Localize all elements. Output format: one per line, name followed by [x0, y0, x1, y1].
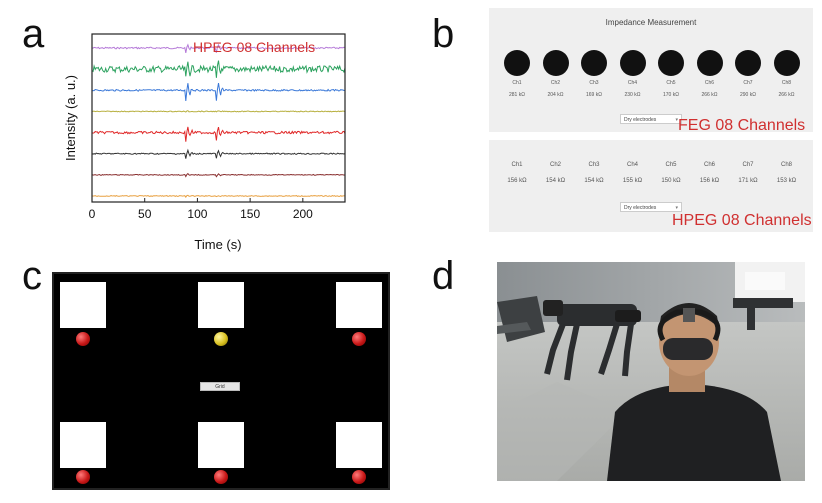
feg-label: FEG 08 Channels: [678, 117, 806, 134]
channel-name: Ch2: [550, 80, 561, 86]
channel-name: Ch5: [666, 80, 676, 86]
stimulus-tile[interactable]: [198, 422, 244, 468]
feg-select-value: Dry electrodes: [624, 117, 657, 123]
target-ball-active: [214, 332, 228, 346]
channel-impedance: 156 kΩ: [699, 178, 720, 184]
electrode-dot-2: [542, 50, 569, 76]
channel-impedance: 150 kΩ: [661, 178, 681, 184]
x-tick-label: 200: [293, 207, 313, 221]
chart-annotation: HPEG 08 Channels: [193, 39, 315, 55]
electrode-dot-4: [619, 50, 646, 76]
x-tick-label: 50: [138, 207, 152, 221]
signal-series-5: [91, 126, 346, 142]
channel-impedance: 153 kΩ: [776, 178, 797, 184]
channel-name: Ch6: [703, 162, 715, 168]
electrode-dot-1: [504, 50, 530, 76]
chart-x-ticks: 0 50 100 150 200: [89, 198, 313, 221]
channel-impedance: 154 kΩ: [545, 178, 566, 184]
robot-dog-user-photo: [497, 262, 805, 481]
signal-series-6: [91, 148, 346, 159]
channel-name: Ch7: [742, 162, 754, 168]
chart-xlabel: Time (s): [194, 237, 241, 252]
ssvep-game-panel: Grid: [52, 272, 390, 490]
hpeg-select-value: Dry electrodes: [624, 205, 657, 211]
stimulus-tile[interactable]: [336, 422, 382, 468]
channel-impedance: 266 kΩ: [778, 92, 795, 98]
channel-impedance: 169 kΩ: [586, 92, 602, 98]
channel-impedance: 156 kΩ: [507, 178, 527, 184]
stimulus-tile[interactable]: [60, 422, 106, 468]
chart-ylabel: Intensity (a. u.): [63, 75, 78, 161]
target-ball: [352, 332, 366, 346]
panel-label-b: b: [432, 12, 455, 56]
channel-impedance: 266 kΩ: [701, 92, 718, 98]
electrode-dot-5: [658, 50, 684, 76]
channel-name: Ch4: [627, 80, 638, 86]
stimulus-tile[interactable]: [336, 282, 382, 328]
impedance-panel-feg: Impedance Measurement Ch1 281 kΩ Ch2 204 kΩ…: [489, 8, 813, 132]
channel-name: Ch1: [512, 80, 522, 86]
x-tick-label: 100: [187, 207, 207, 221]
channel-name: Ch5: [665, 162, 677, 168]
channel-impedance: 171 kΩ: [738, 178, 758, 184]
channel-impedance: 170 kΩ: [663, 92, 679, 98]
signal-series-1: [91, 43, 346, 53]
electrode-dot-7: [735, 50, 761, 76]
hpeg-label: HPEG 08 Channels: [672, 212, 812, 229]
hpeg-electrode-select[interactable]: Dry electrodes ▾: [620, 202, 682, 212]
panel-label-a: a: [22, 12, 45, 56]
target-ball: [352, 470, 366, 484]
target-ball: [76, 332, 90, 346]
x-tick-label: 0: [89, 207, 96, 221]
target-ball: [214, 470, 228, 484]
feg-electrode-select[interactable]: Dry electrodes ▾: [620, 114, 682, 124]
channel-impedance: 154 kΩ: [584, 178, 604, 184]
channel-name: Ch8: [781, 80, 792, 86]
electrode-dot-6: [696, 50, 723, 76]
channel-name: Ch4: [626, 162, 638, 168]
signal-series-2: [91, 60, 346, 78]
x-tick-label: 150: [240, 207, 260, 221]
signal-series-3: [91, 83, 346, 102]
signal-series-8: [91, 194, 346, 198]
chart-frame: [91, 33, 346, 203]
channel-impedance: 281 kΩ: [509, 92, 525, 98]
panel-label-d: d: [432, 254, 455, 298]
grid-button[interactable]: Grid: [200, 382, 240, 391]
channel-name: Ch7: [743, 80, 753, 86]
channel-impedance: 290 kΩ: [740, 92, 756, 98]
chart-plot-area: [91, 43, 346, 198]
channel-name: Ch6: [704, 80, 715, 86]
channel-name: Ch3: [588, 162, 600, 168]
chevron-down-icon: ▾: [675, 205, 678, 211]
user-wearing-headset: [607, 303, 781, 481]
signal-series-4: [91, 110, 346, 113]
target-ball: [76, 470, 90, 484]
chevron-down-icon: ▾: [675, 117, 678, 123]
stimulus-tile[interactable]: [60, 282, 106, 328]
electrode-dot-3: [581, 50, 607, 76]
channel-impedance: 230 kΩ: [624, 92, 641, 98]
signal-chart: 0 50 100 150 200 HPEG 08 Channels Time (s) I…: [63, 33, 346, 252]
channel-name: Ch1: [511, 162, 523, 168]
impedance-title: Impedance Measurement: [605, 18, 697, 27]
impedance-panel-hpeg: Ch1 156 kΩ Ch2 154 kΩ Ch3 154 kΩ Ch4 155 kΩ Ch5 1…: [489, 140, 813, 232]
channel-impedance: 155 kΩ: [622, 178, 643, 184]
panel-label-c: c: [22, 254, 42, 298]
stimulus-tile[interactable]: [198, 282, 244, 328]
channel-name: Ch8: [780, 162, 792, 168]
signal-series-7: [91, 172, 346, 178]
channel-name: Ch2: [549, 162, 561, 168]
channel-impedance: 204 kΩ: [547, 92, 564, 98]
electrode-dot-8: [773, 50, 800, 76]
channel-name: Ch3: [589, 80, 599, 86]
robot-dog: [543, 300, 641, 381]
